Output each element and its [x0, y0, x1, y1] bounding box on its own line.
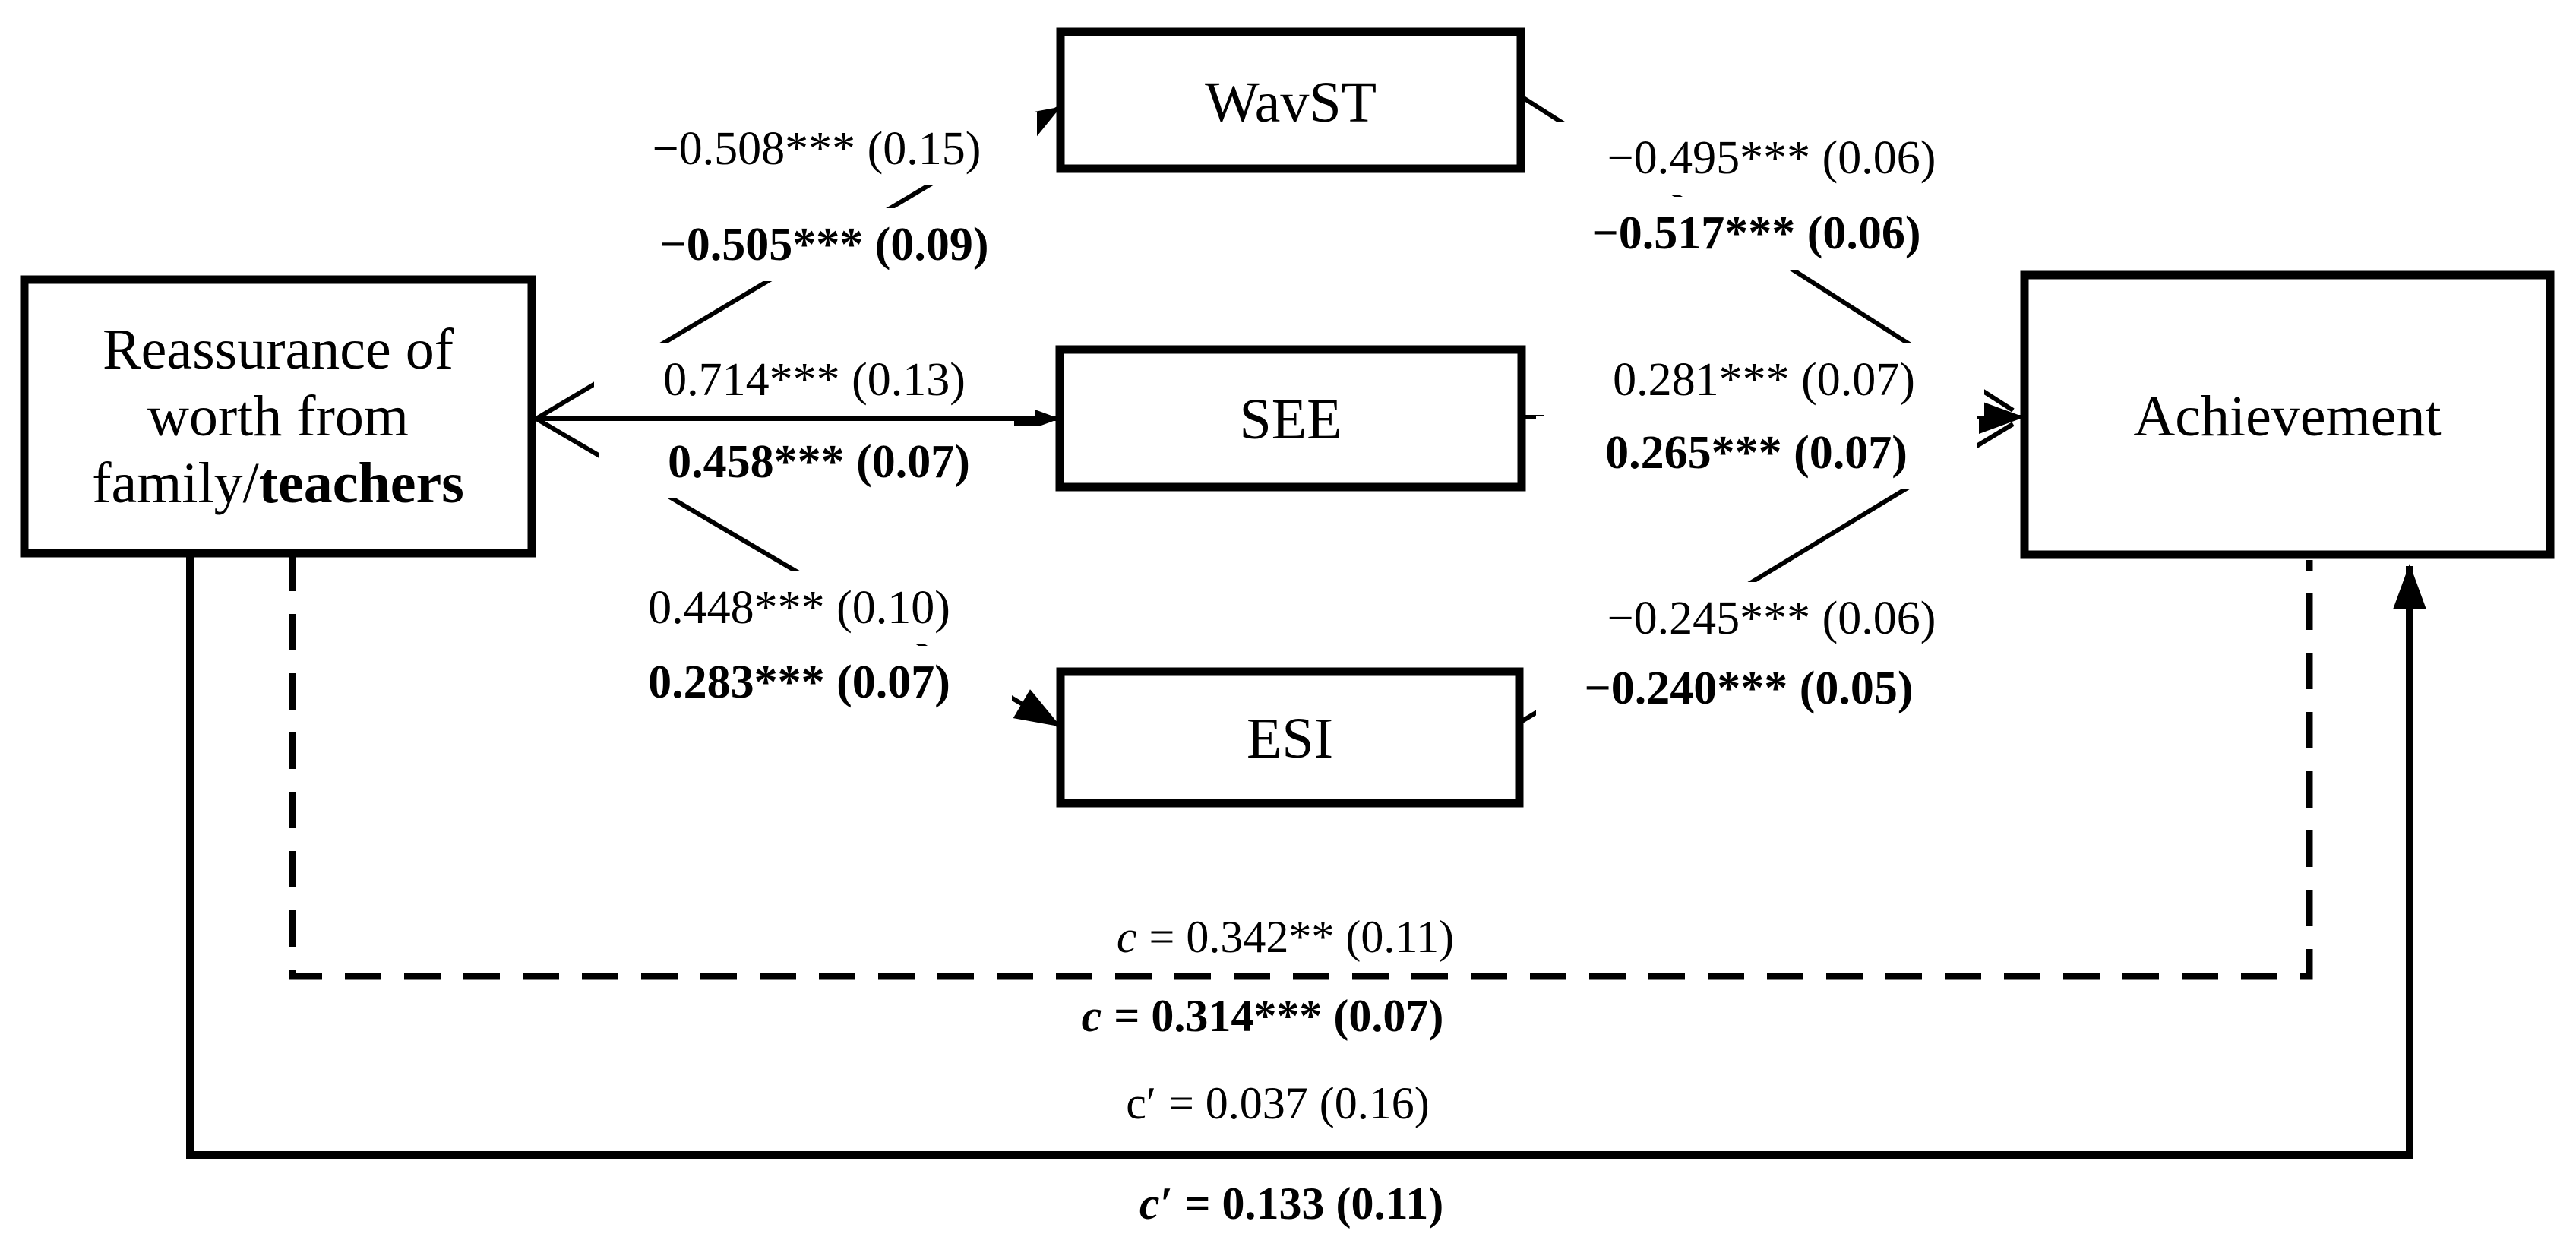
predictor-label-line2: worth from — [147, 384, 409, 448]
mediator-see-box — [1055, 345, 1526, 492]
outcome-box — [2020, 270, 2555, 559]
coef-direct-effect-bold: c′= 0.133 (0.11) — [1139, 1178, 1443, 1229]
predictor-label-line3-bold: teachers — [259, 451, 464, 515]
coef-predictor-esi-bold: 0.283*** (0.07) — [648, 656, 950, 708]
coef-predictor-see-regular: 0.714*** (0.13) — [663, 354, 966, 406]
total-effect-value-regular: = 0.342** (0.11) — [1149, 912, 1455, 962]
predictor-box — [20, 275, 536, 558]
coef-esi-achievement-regular: −0.245*** (0.06) — [1607, 593, 1936, 644]
coef-predictor-see-bold: 0.458*** (0.07) — [668, 436, 970, 488]
path-total-effect-dashed — [289, 555, 2313, 980]
coef-esi-achievement-bold: −0.240*** (0.05) — [1584, 663, 1913, 714]
mediator-see-label: SEE — [1239, 388, 1342, 451]
predictor-label-line3-regular: family/ — [92, 451, 259, 515]
mediator-wavst-label: WavST — [1205, 71, 1377, 134]
coef-predictor-wavst-regular: −0.508*** (0.15) — [653, 123, 981, 175]
mediator-esi-box — [1056, 667, 1524, 808]
predictor-label-line3: family/teachers — [92, 451, 464, 515]
direct-effect-value-regular: = 0.037 (0.16) — [1168, 1078, 1430, 1128]
total-effect-symbol: c — [1117, 912, 1137, 962]
coef-wavst-achievement-bold: −0.517*** (0.06) — [1591, 207, 1920, 259]
total-effect-value-bold: = 0.314*** (0.07) — [1114, 991, 1443, 1041]
coef-predictor-esi-regular: 0.448*** (0.10) — [648, 582, 950, 634]
coef-total-effect-regular: c= 0.342** (0.11) — [1117, 912, 1454, 962]
coef-wavst-achievement-regular: −0.495*** (0.06) — [1607, 132, 1936, 184]
coef-predictor-wavst-bold: −0.505*** (0.09) — [659, 219, 988, 270]
coef-see-achievement-bold: 0.265*** (0.07) — [1605, 427, 1908, 479]
outcome-label: Achievement — [2133, 384, 2441, 448]
total-effect-symbol-bold: c — [1082, 991, 1102, 1041]
direct-effect-symbol-bold: c′ — [1139, 1178, 1173, 1229]
path-direct-effect-solid — [186, 555, 2426, 1159]
coef-total-effect-bold: c= 0.314*** (0.07) — [1082, 991, 1444, 1041]
label-backgrounds — [579, 112, 1992, 725]
mediator-wavst-box — [1056, 27, 1525, 173]
predictor-label-line1: Reassurance of — [103, 318, 454, 381]
direct-effect-value-bold: = 0.133 (0.11) — [1184, 1178, 1443, 1229]
direct-effect-symbol: c′ — [1126, 1078, 1156, 1128]
coef-see-achievement-regular: 0.281*** (0.07) — [1613, 354, 1915, 406]
coef-direct-effect-regular: c′= 0.037 (0.16) — [1126, 1078, 1430, 1128]
mediator-esi-label: ESI — [1247, 707, 1333, 770]
